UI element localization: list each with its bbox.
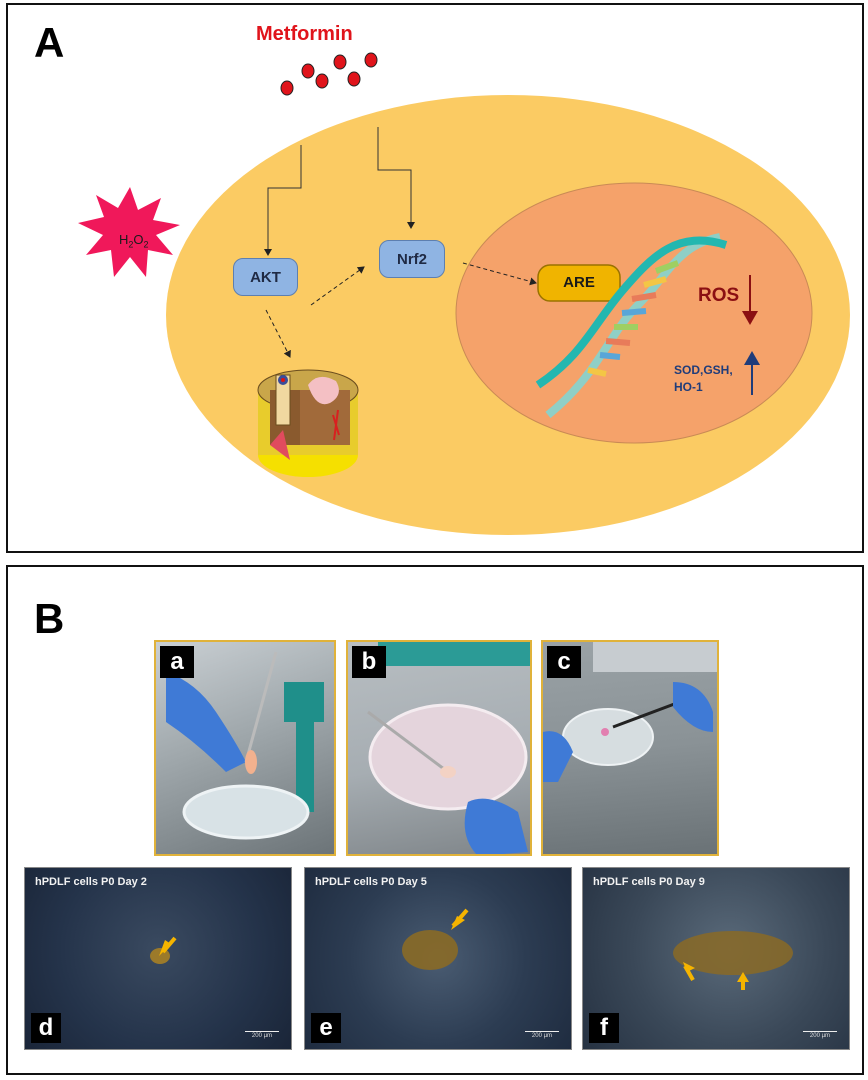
- panel-a-letter: A: [34, 19, 65, 66]
- photo-c: c: [541, 640, 719, 856]
- metformin-molecules: [280, 52, 378, 96]
- akt-node: AKT: [233, 258, 298, 296]
- h2o2-label: H2O2: [119, 232, 149, 250]
- photo-b-scene: [367, 642, 530, 854]
- photo-b: b: [346, 640, 532, 856]
- panel-b: B a b c: [6, 565, 864, 1075]
- antioxidants-label: SOD,GSH, HO-1: [674, 363, 733, 394]
- are-label: ARE: [563, 274, 595, 291]
- micrograph-e: hPDLF cells P0 Day 5 200 µm e: [304, 867, 572, 1050]
- micrograph-d-scale: 200 µm: [245, 1031, 279, 1039]
- micrograph-e-scale: 200 µm: [525, 1031, 559, 1039]
- metformin-to-akt-arrow: [264, 145, 302, 256]
- h2o2-burst-shape: [78, 187, 180, 277]
- akt-to-tissue-arrow: [265, 309, 291, 358]
- metformin-to-nrf2-arrow: [377, 127, 415, 229]
- tag-b: b: [352, 646, 386, 678]
- micrograph-f-scale: 200 µm: [803, 1031, 837, 1039]
- micrograph-d: hPDLF cells P0 Day 2 200 µm d: [24, 867, 292, 1050]
- micrograph-d-title: hPDLF cells P0 Day 2: [35, 876, 147, 888]
- tag-a: a: [160, 646, 194, 678]
- tissue-illustration: [257, 369, 359, 477]
- micrograph-f-title: hPDLF cells P0 Day 9: [593, 876, 705, 888]
- nrf2-to-are-arrow: [462, 262, 537, 286]
- photo-a-scene: [166, 651, 324, 840]
- panel-a: A: [6, 3, 864, 553]
- micrograph-d-scene: [150, 936, 177, 964]
- photo-c-scene: [543, 642, 717, 782]
- photo-a: a: [154, 640, 336, 856]
- tag-c: c: [547, 646, 581, 678]
- pathway-diagram: [78, 52, 850, 535]
- micrograph-e-scene: [402, 908, 469, 970]
- tag-d: d: [31, 1013, 61, 1043]
- micrograph-f: hPDLF cells P0 Day 9 200 µm f: [582, 867, 850, 1050]
- panel-b-letter: B: [34, 595, 65, 642]
- metformin-label: Metformin: [256, 23, 353, 45]
- tag-f: f: [589, 1013, 619, 1043]
- ros-label: ROS: [698, 285, 740, 306]
- micrograph-e-title: hPDLF cells P0 Day 5: [315, 876, 427, 888]
- dna-helix-icon: [535, 233, 728, 419]
- tag-e: e: [311, 1013, 341, 1043]
- akt-to-nrf2-arrow: [310, 266, 365, 306]
- micrograph-f-scene: [673, 931, 793, 990]
- are-box: [537, 264, 621, 302]
- nrf2-node: Nrf2: [379, 240, 445, 278]
